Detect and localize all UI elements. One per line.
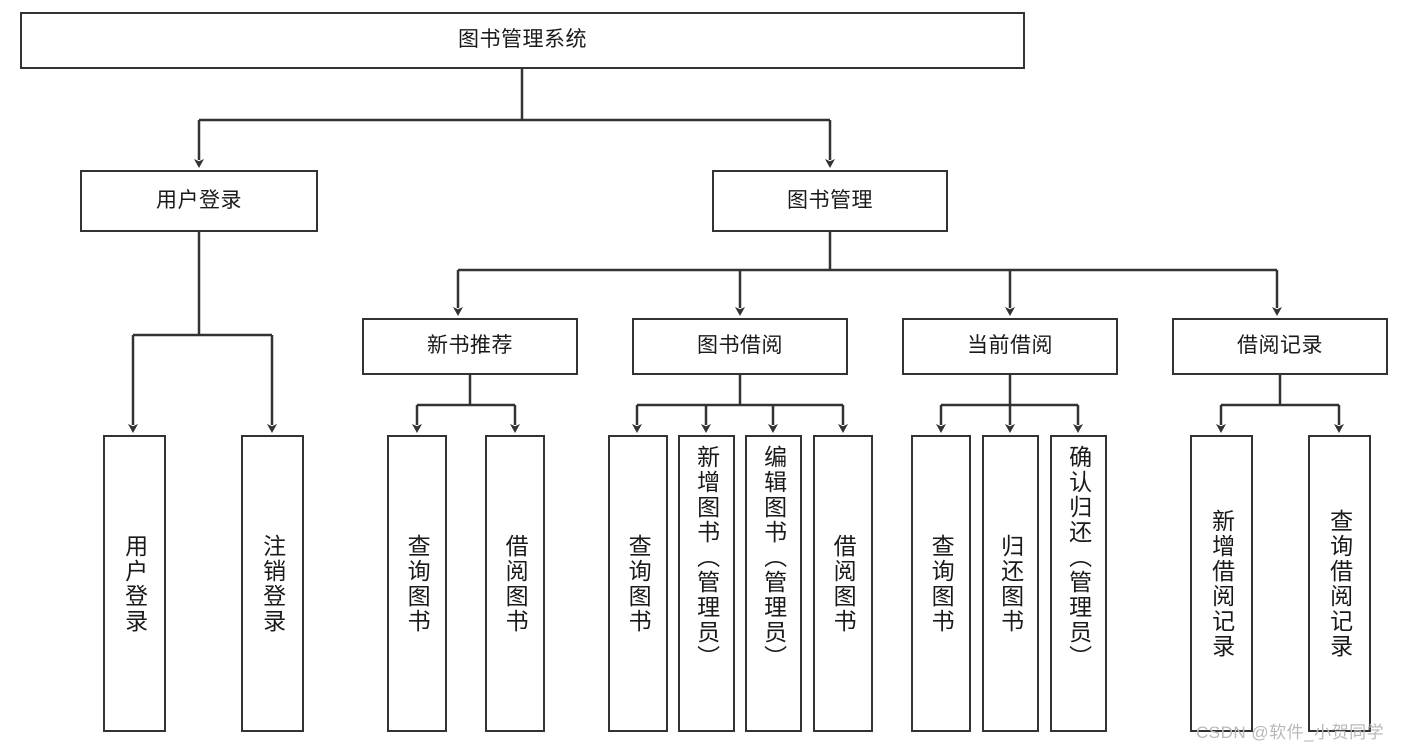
node-leaf-return-book-label: 归还图书 (997, 533, 1024, 634)
node-current-borrow[interactable]: 当前借阅 (902, 318, 1118, 375)
node-leaf-query-borrow-record[interactable]: 查询借阅记录 (1308, 435, 1371, 732)
node-user-login-label: 用户登录 (156, 188, 242, 212)
node-leaf-query-book-2[interactable]: 查询图书 (608, 435, 668, 732)
node-leaf-borrow-book-2[interactable]: 借阅图书 (813, 435, 873, 732)
node-borrow-record[interactable]: 借阅记录 (1172, 318, 1388, 375)
node-leaf-query-book-3[interactable]: 查询图书 (911, 435, 971, 732)
node-leaf-borrow-book-1[interactable]: 借阅图书 (485, 435, 545, 732)
node-book-borrow-label: 图书借阅 (697, 334, 783, 358)
node-leaf-query-book-3-label: 查询图书 (928, 533, 955, 634)
node-leaf-borrow-book-2-label: 借阅图书 (830, 533, 857, 634)
node-new-book-recommend-label: 新书推荐 (427, 334, 513, 358)
node-leaf-query-book-1-label: 查询图书 (404, 533, 431, 634)
node-book-manage-label: 图书管理 (787, 188, 873, 212)
node-leaf-edit-book[interactable]: 编辑图书（管理员） (745, 435, 802, 732)
node-leaf-query-book-1[interactable]: 查询图书 (387, 435, 447, 732)
node-book-borrow[interactable]: 图书借阅 (632, 318, 848, 375)
node-leaf-query-book-2-label: 查询图书 (625, 533, 652, 634)
node-user-login[interactable]: 用户登录 (80, 170, 318, 232)
node-leaf-user-logout[interactable]: 注销登录 (241, 435, 304, 732)
node-leaf-user-login-label: 用户登录 (121, 533, 148, 634)
node-leaf-add-book[interactable]: 新增图书（管理员） (678, 435, 735, 732)
node-book-manage[interactable]: 图书管理 (712, 170, 948, 232)
watermark-text: CSDN @软件_小贺同学 (1196, 723, 1385, 742)
node-leaf-edit-book-label: 编辑图书（管理员） (760, 445, 787, 670)
node-new-book-recommend[interactable]: 新书推荐 (362, 318, 578, 375)
node-leaf-confirm-return[interactable]: 确认归还（管理员） (1050, 435, 1107, 732)
node-leaf-return-book[interactable]: 归还图书 (982, 435, 1039, 732)
node-leaf-query-borrow-record-label: 查询借阅记录 (1326, 508, 1353, 659)
node-leaf-add-book-label: 新增图书（管理员） (693, 445, 720, 670)
node-current-borrow-label: 当前借阅 (967, 334, 1053, 358)
node-root-system[interactable]: 图书管理系统 (20, 12, 1025, 69)
node-leaf-borrow-book-1-label: 借阅图书 (502, 533, 529, 634)
node-borrow-record-label: 借阅记录 (1237, 334, 1323, 358)
node-root-system-label: 图书管理系统 (458, 28, 587, 52)
node-leaf-user-login[interactable]: 用户登录 (103, 435, 166, 732)
node-leaf-add-borrow-record-label: 新增借阅记录 (1208, 508, 1235, 659)
node-leaf-user-logout-label: 注销登录 (259, 533, 286, 634)
node-leaf-add-borrow-record[interactable]: 新增借阅记录 (1190, 435, 1253, 732)
node-leaf-confirm-return-label: 确认归还（管理员） (1065, 445, 1092, 670)
